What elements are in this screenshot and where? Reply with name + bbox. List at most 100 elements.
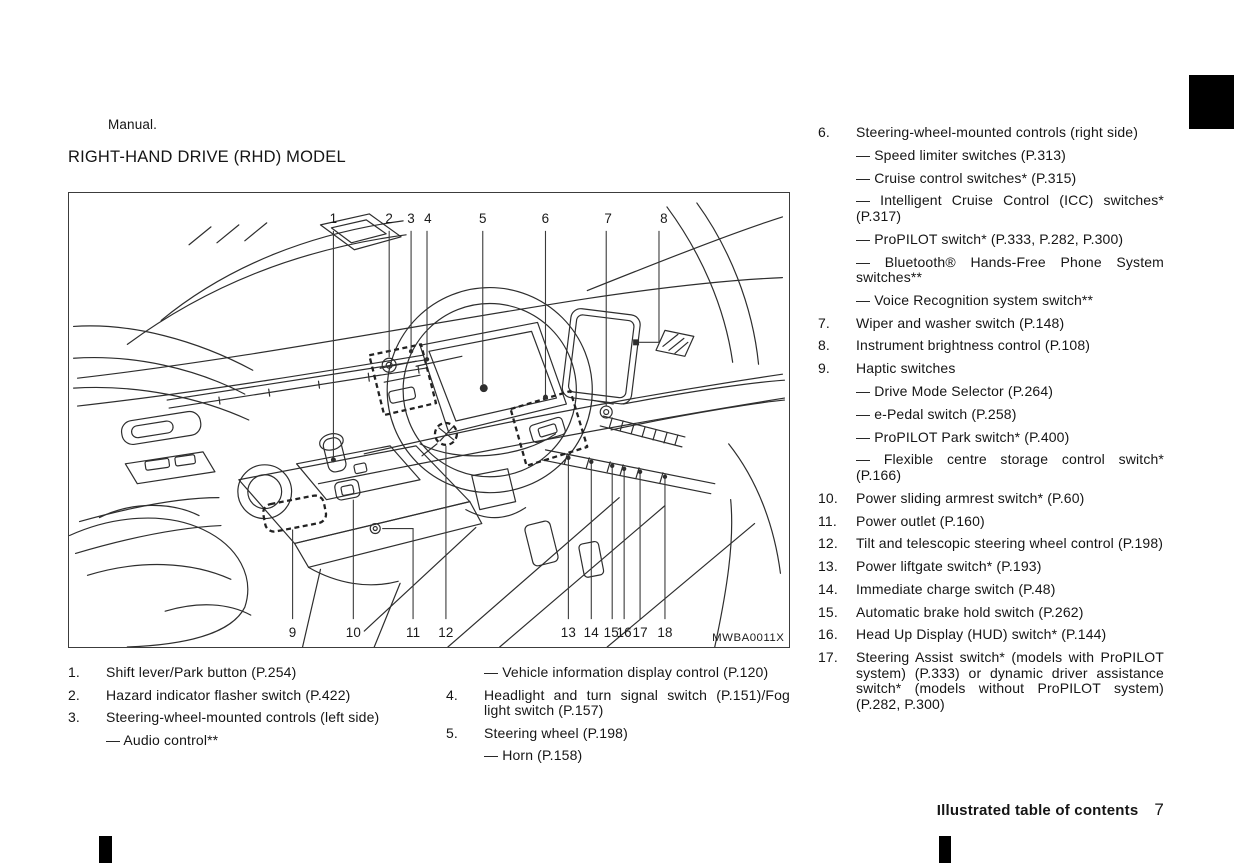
list-item-number: 16.	[818, 626, 838, 643]
list-item-number: 17.	[818, 649, 838, 666]
list-item-text: Hazard indicator flasher switch (P.422)	[106, 686, 351, 703]
list-item-text: — ProPILOT switch* (P.333, P.282, P.300)	[856, 230, 1124, 247]
list-subitem: — Audio control**	[68, 731, 440, 749]
list-subitem: — Cruise control switches* (P.315)	[818, 169, 1164, 187]
print-registration-mark-right	[939, 836, 951, 863]
list-subitem: — Bluetooth® Hands-Free Phone System swi…	[818, 253, 1164, 286]
list-item-number: 14.	[818, 580, 838, 597]
list-item-text: Instrument brightness control (P.108)	[856, 337, 1091, 354]
list-item-number: 3.	[68, 709, 80, 726]
callout-leader-lines	[292, 230, 666, 620]
callout-7: 7	[604, 211, 612, 226]
list-subitem: — Horn (P.158)	[446, 748, 790, 764]
list-item: 12.Tilt and telescopic steering wheel co…	[818, 536, 1164, 552]
page-footer: Illustrated table of contents 7	[937, 800, 1164, 820]
list-item-text: Power outlet (P.160)	[856, 512, 985, 529]
leader-endpoint-dots	[330, 339, 668, 479]
list-subitem: — ProPILOT switch* (P.333, P.282, P.300)	[818, 230, 1164, 248]
list-item-number: 2.	[68, 686, 80, 703]
callout-5: 5	[479, 211, 487, 226]
vehicle-interior-illustration: 1 2 3 4 5 6 7 8 9 10 11 12 13 14 15 16 1…	[69, 202, 786, 647]
list-item-text: Haptic switches	[856, 360, 956, 377]
list-item-text: Power liftgate switch* (P.193)	[856, 558, 1042, 575]
list-item-number: 6.	[818, 124, 830, 140]
list-item-text: Headlight and turn signal switch (P.151)…	[484, 686, 790, 719]
list-item-text: — Drive Mode Selector (P.264)	[856, 383, 1054, 399]
callout-1: 1	[330, 211, 338, 226]
list-item-number: 8.	[818, 337, 830, 354]
callout-15: 15	[604, 625, 619, 640]
legend-column-2: — Vehicle information display control (P…	[446, 664, 790, 771]
list-item-text: — Bluetooth® Hands-Free Phone System swi…	[856, 253, 1164, 286]
list-item: 11. Power outlet (P.160)	[818, 512, 1164, 530]
print-registration-mark-left	[99, 836, 112, 863]
list-item: 1. Shift lever/Park button (P.254)	[68, 664, 440, 681]
list-item-text: — Audio control**	[106, 731, 219, 748]
callout-8: 8	[660, 211, 668, 226]
callout-4: 4	[424, 211, 432, 226]
list-item-number: 12.	[818, 535, 838, 552]
callout-3: 3	[407, 211, 415, 226]
dashed-highlight-outlines	[262, 343, 589, 533]
list-item-number: 1.	[68, 664, 80, 680]
list-item-text: — Voice Recognition system switch**	[856, 291, 1094, 308]
list-item-text: Steering Assist switch* (models with Pro…	[856, 649, 1164, 712]
list-item: 5. Steering wheel (P.198)	[446, 724, 790, 742]
list-item: 6.Steering-wheel-mounted controls (right…	[818, 124, 1164, 141]
list-item-text: Shift lever/Park button (P.254)	[106, 664, 297, 680]
callout-16: 16	[617, 625, 632, 640]
list-item-text: Automatic brake hold switch (P.262)	[856, 603, 1084, 620]
callout-9: 9	[289, 625, 297, 640]
list-item-text: Head Up Display (HUD) switch* (P.144)	[856, 626, 1107, 643]
list-item: 13. Power liftgate switch* (P.193)	[818, 558, 1164, 575]
list-item-text: — Intelligent Cruise Control (ICC) switc…	[856, 192, 1164, 224]
legend-column-3: 6.Steering-wheel-mounted controls (right…	[818, 124, 1164, 720]
list-item: 7.Wiper and washer switch (P.148)	[818, 314, 1164, 332]
list-item-number: 13.	[818, 558, 838, 575]
callout-13: 13	[561, 625, 576, 640]
list-subitem: — Speed limiter switches (P.313)	[818, 147, 1164, 164]
callout-2: 2	[385, 211, 393, 226]
list-item-text: Steering wheel (P.198)	[484, 724, 628, 741]
list-item: 2. Hazard indicator flasher switch (P.422…	[68, 686, 440, 704]
list-item: 8. Instrument brightness control (P.108)	[818, 338, 1164, 354]
figure-code: MWBA0011X	[712, 632, 784, 644]
callout-6: 6	[542, 211, 550, 226]
callout-10: 10	[346, 625, 361, 640]
list-item: 14. Immediate charge switch (P.48)	[818, 580, 1164, 598]
list-item-number: 11.	[818, 512, 837, 529]
list-item-number: 7.	[818, 314, 830, 331]
list-subitem: — e-Pedal switch (P.258)	[818, 405, 1164, 423]
list-subitem: — Voice Recognition system switch**	[818, 291, 1164, 309]
list-item-text: — Cruise control switches* (P.315)	[856, 169, 1077, 186]
list-item-text: — Vehicle information display control (P…	[484, 664, 769, 680]
list-subitem: — Drive Mode Selector (P.264)	[818, 383, 1164, 400]
list-item: 17. Steering Assist switch* (models with …	[818, 649, 1164, 712]
interior-diagram-frame: 1 2 3 4 5 6 7 8 9 10 11 12 13 14 15 16 1…	[68, 192, 790, 648]
list-item: 16. Head Up Display (HUD) switch* (P.144)	[818, 627, 1164, 643]
list-item-number: 5.	[446, 724, 458, 741]
section-tab-marker	[1189, 75, 1234, 129]
legend-column-1: 1. Shift lever/Park button (P.254) 2. Haza…	[68, 664, 440, 755]
list-subitem: — ProPILOT Park switch* (P.400)	[818, 428, 1164, 446]
list-item: 10. Power sliding armrest switch* (P.60)	[818, 489, 1164, 507]
footer-section-title: Illustrated table of contents	[936, 802, 1139, 819]
list-item-text: Immediate charge switch (P.48)	[856, 580, 1056, 597]
callout-14: 14	[584, 625, 600, 640]
dial-targets	[599, 405, 613, 419]
list-item-number: 15.	[818, 603, 838, 620]
callout-11: 11	[406, 625, 420, 640]
list-item-text: — Horn (P.158)	[484, 747, 583, 764]
list-item-text: Power sliding armrest switch* (P.60)	[856, 489, 1085, 506]
list-subitem: — Flexible centre storage control switch…	[818, 451, 1164, 483]
list-item-text: — e-Pedal switch (P.258)	[856, 405, 1017, 422]
list-item-text: — ProPILOT Park switch* (P.400)	[856, 428, 1070, 445]
lead-text: Manual.	[108, 117, 158, 132]
list-item: 9.Haptic switches	[818, 361, 1164, 377]
callout-18: 18	[657, 625, 672, 640]
list-item-number: 10.	[818, 489, 838, 506]
list-subitem: — Intelligent Cruise Control (ICC) switc…	[818, 192, 1164, 224]
callout-17: 17	[632, 625, 647, 640]
callout-numbers: 1 2 3 4 5 6 7 8 9 10 11 12 13 14 15 16 1…	[289, 211, 673, 640]
